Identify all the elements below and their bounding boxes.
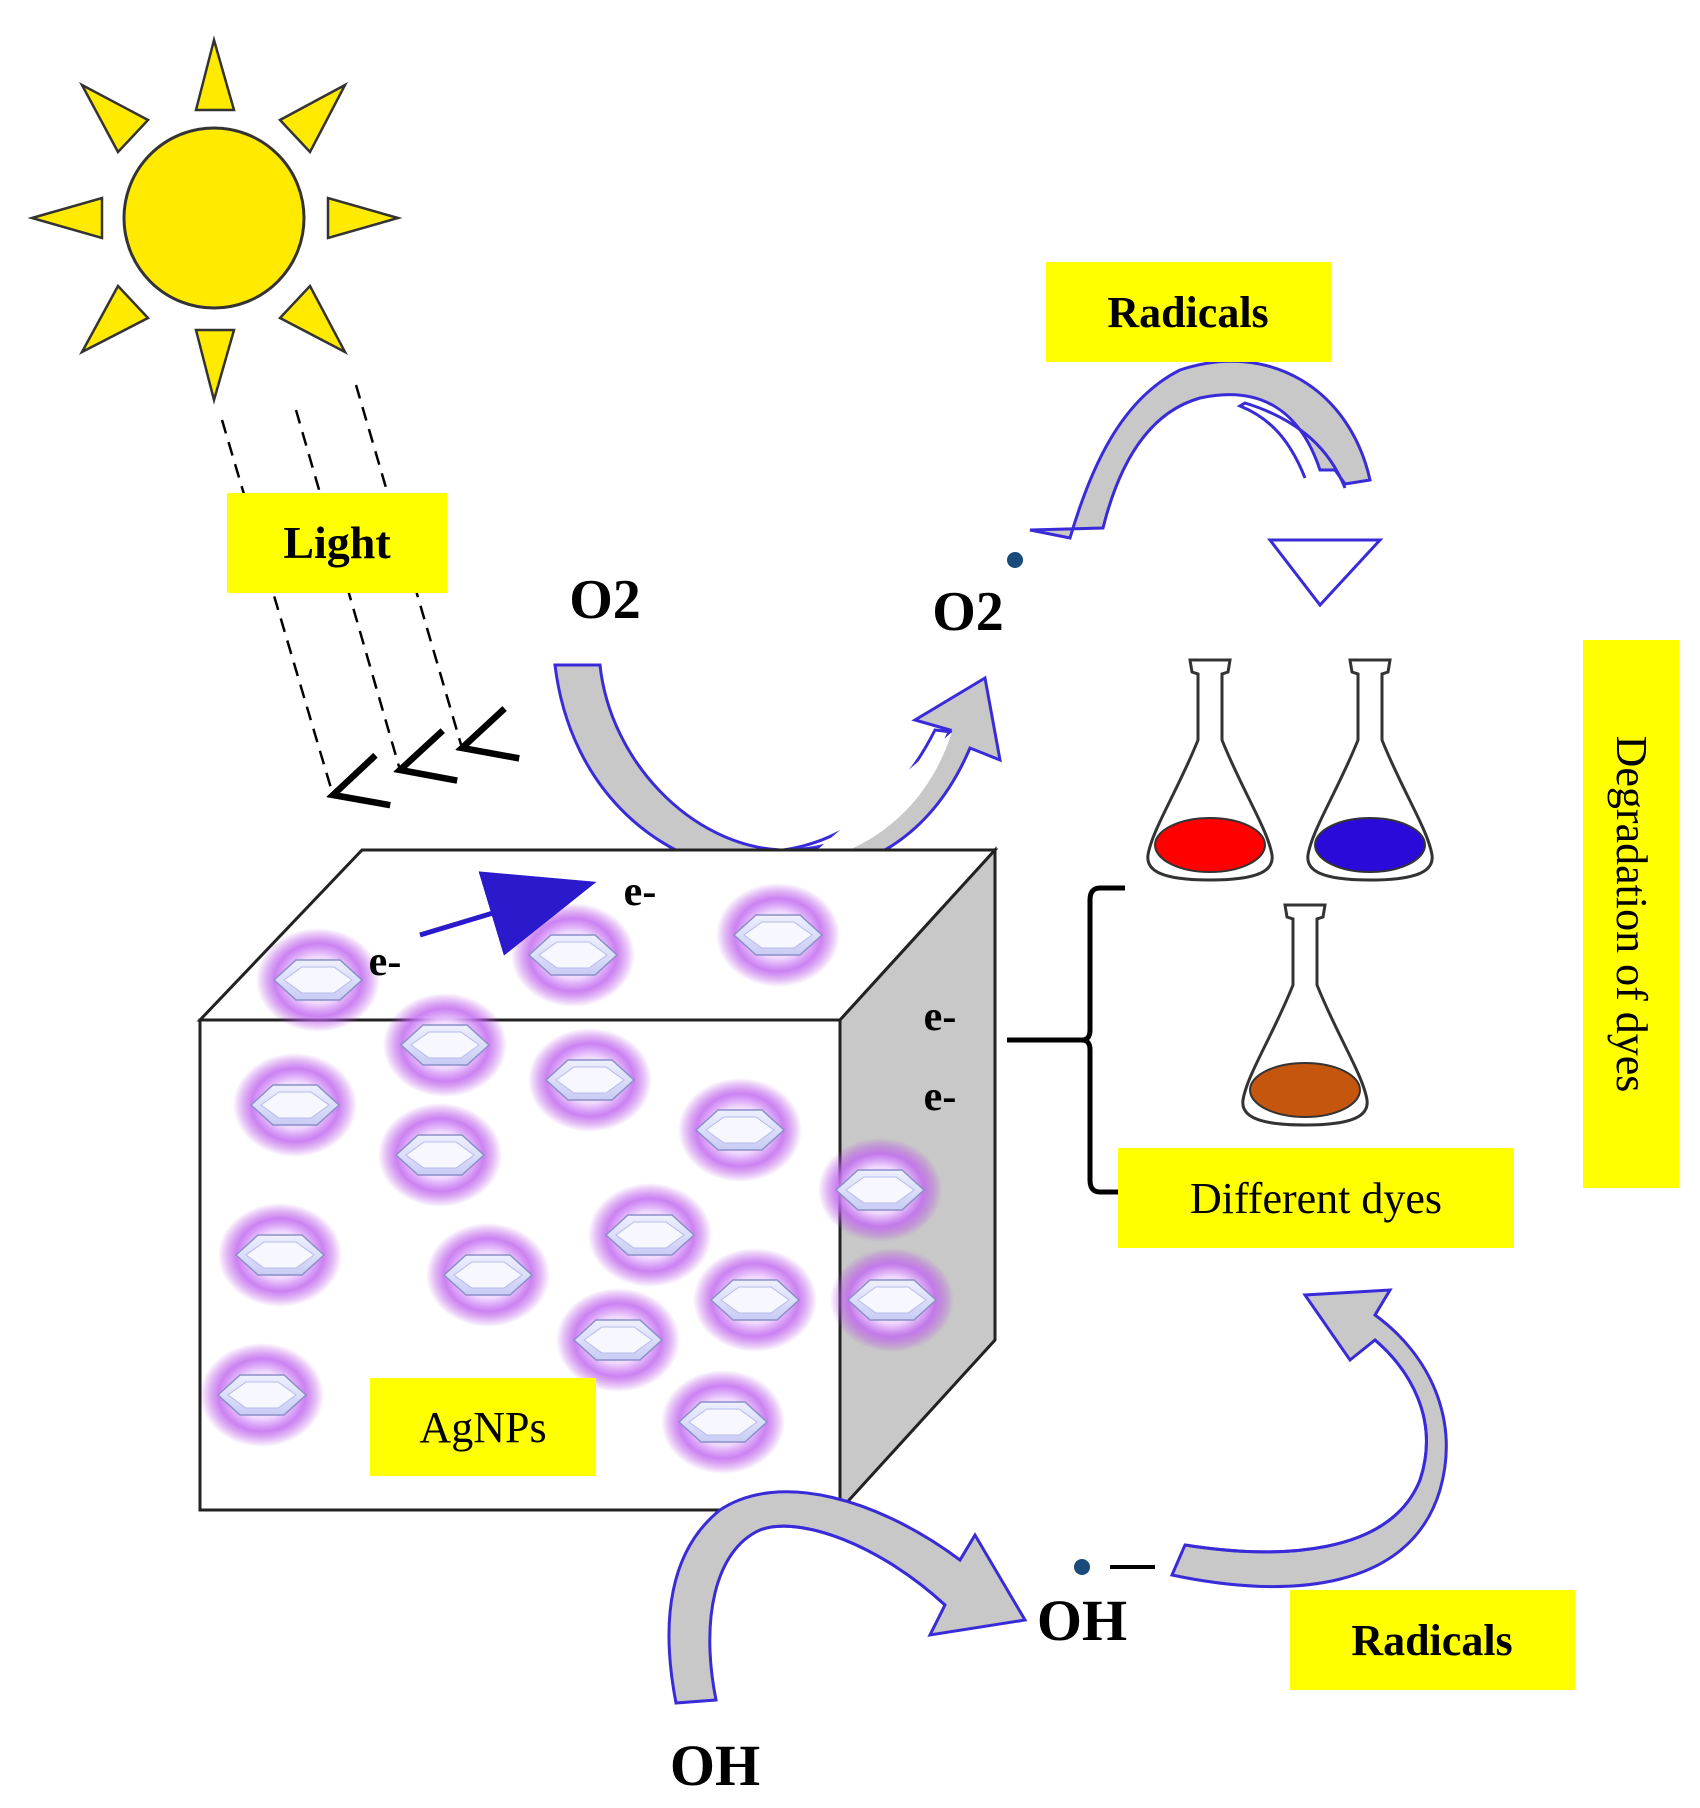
- light-label: Light: [227, 493, 447, 593]
- o2-radical-to-dyes-arrow: [1029, 359, 1384, 608]
- hexagonal-nanoparticle-icon: [256, 928, 380, 1032]
- oh-conversion-arrow: [667, 1490, 1028, 1705]
- agnps-label: AgNPs: [370, 1378, 596, 1476]
- o2-conversion-arrow: [553, 663, 1002, 877]
- dyes-bracket: [1007, 885, 1125, 1195]
- agnps-text: AgNPs: [419, 1403, 546, 1452]
- electron-label-4: e-: [924, 1074, 957, 1120]
- different-dyes-text: Different dyes: [1190, 1174, 1442, 1223]
- electron-label-3: e-: [924, 994, 957, 1040]
- hexagonal-nanoparticle-icon: [818, 1138, 942, 1242]
- erlenmeyer-flask-icon: [1241, 903, 1369, 1127]
- radicals-bottom-label: Radicals: [1290, 1590, 1575, 1690]
- radicals-bottom-text: Radicals: [1351, 1616, 1512, 1665]
- hexagonal-nanoparticle-icon: [383, 993, 507, 1097]
- light-text: Light: [283, 517, 391, 568]
- oh-reactant-label: OH: [670, 1733, 760, 1798]
- electron-label-1: e-: [369, 939, 402, 985]
- hexagonal-nanoparticle-icon: [528, 1028, 652, 1132]
- hexagonal-nanoparticle-icon: [588, 1183, 712, 1287]
- different-dyes-label: Different dyes: [1118, 1148, 1514, 1248]
- radicals-top-text: Radicals: [1107, 288, 1268, 337]
- hexagonal-nanoparticle-icon: [218, 1203, 342, 1307]
- o2-radical-label: O2: [932, 581, 1004, 643]
- radical-dot: [1007, 552, 1023, 568]
- hexagonal-nanoparticle-icon: [426, 1223, 550, 1327]
- hexagonal-nanoparticle-icon: [200, 1343, 324, 1447]
- hexagonal-nanoparticle-icon: [511, 903, 635, 1007]
- hexagonal-nanoparticle-icon: [378, 1103, 502, 1207]
- hexagonal-nanoparticle-icon: [556, 1288, 680, 1392]
- sun-icon: [27, 35, 403, 405]
- hexagonal-nanoparticle-icon: [830, 1248, 954, 1352]
- hexagonal-nanoparticle-icon: [678, 1078, 802, 1182]
- radical-dot: [1074, 1559, 1090, 1575]
- erlenmeyer-flask-icon: [1146, 658, 1274, 882]
- electron-label-2: e-: [624, 869, 657, 915]
- oh-radical-label: OH: [1037, 1588, 1127, 1653]
- oh-radical-to-dyes-arrow: [1169, 1288, 1448, 1588]
- erlenmeyer-flask-icon: [1306, 658, 1434, 882]
- hexagonal-nanoparticle-icon: [661, 1370, 785, 1474]
- radicals-top-label: Radicals: [1046, 262, 1331, 362]
- electron-transfer-arrow: [419, 871, 597, 956]
- hexagonal-nanoparticle-icon: [716, 883, 840, 987]
- hexagonal-nanoparticle-icon: [233, 1053, 357, 1157]
- degradation-label: Degradation of dyes: [1583, 640, 1679, 1188]
- hexagonal-nanoparticle-icon: [693, 1248, 817, 1352]
- o2-reactant-label: O2: [569, 569, 641, 631]
- degradation-text: Degradation of dyes: [1607, 736, 1656, 1093]
